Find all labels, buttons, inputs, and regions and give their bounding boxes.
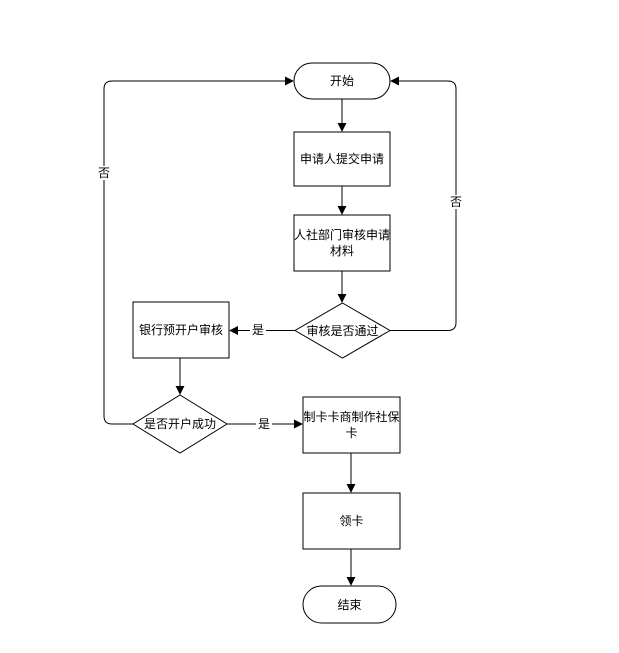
edge-review-pass-to-start bbox=[390, 76, 457, 331]
node-bank-preopen-shape bbox=[132, 301, 230, 359]
node-end-shape bbox=[302, 585, 397, 624]
node-start-shape bbox=[293, 62, 391, 100]
node-submit-shape bbox=[293, 131, 391, 187]
node-card-maker-shape bbox=[302, 396, 401, 454]
node-hr-review-shape bbox=[293, 214, 391, 272]
node-collect-card-shape bbox=[302, 492, 401, 550]
edge-account-success-to-start bbox=[103, 76, 294, 425]
node-account-success-shape bbox=[132, 394, 228, 454]
node-review-pass-shape bbox=[294, 302, 391, 359]
